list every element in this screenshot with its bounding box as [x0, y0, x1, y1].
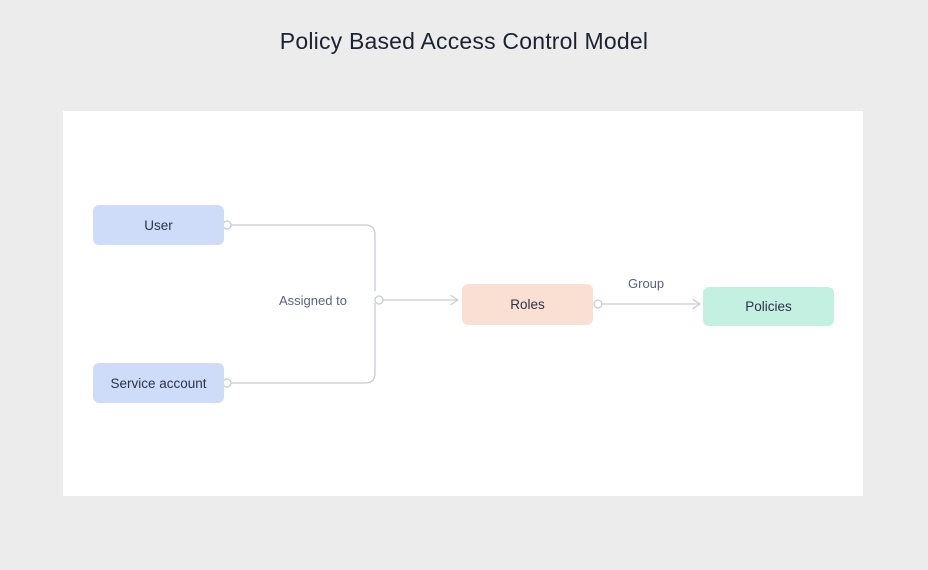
node-user[interactable]: User: [93, 205, 224, 245]
node-service-account[interactable]: Service account: [93, 363, 224, 403]
edge-label-assigned-to: Assigned to: [279, 293, 347, 308]
page-title: Policy Based Access Control Model: [279, 28, 649, 54]
node-policies[interactable]: Policies: [703, 287, 834, 326]
connector-dot-junction: [374, 295, 384, 305]
edge-path-service-account-to-junction: [231, 303, 376, 384]
connector-dot-user: [222, 220, 232, 230]
arrowhead-into-roles: [450, 294, 459, 306]
arrowhead-into-policies: [692, 298, 701, 310]
diagram-canvas: User Service account Roles Policies Assi…: [63, 111, 863, 496]
connector-dot-service-account: [222, 378, 232, 388]
connector-dot-roles: [593, 299, 603, 309]
edge-label-group: Group: [628, 276, 665, 291]
node-roles[interactable]: Roles: [462, 284, 593, 325]
edge-path-user-to-junction: [231, 224, 376, 291]
